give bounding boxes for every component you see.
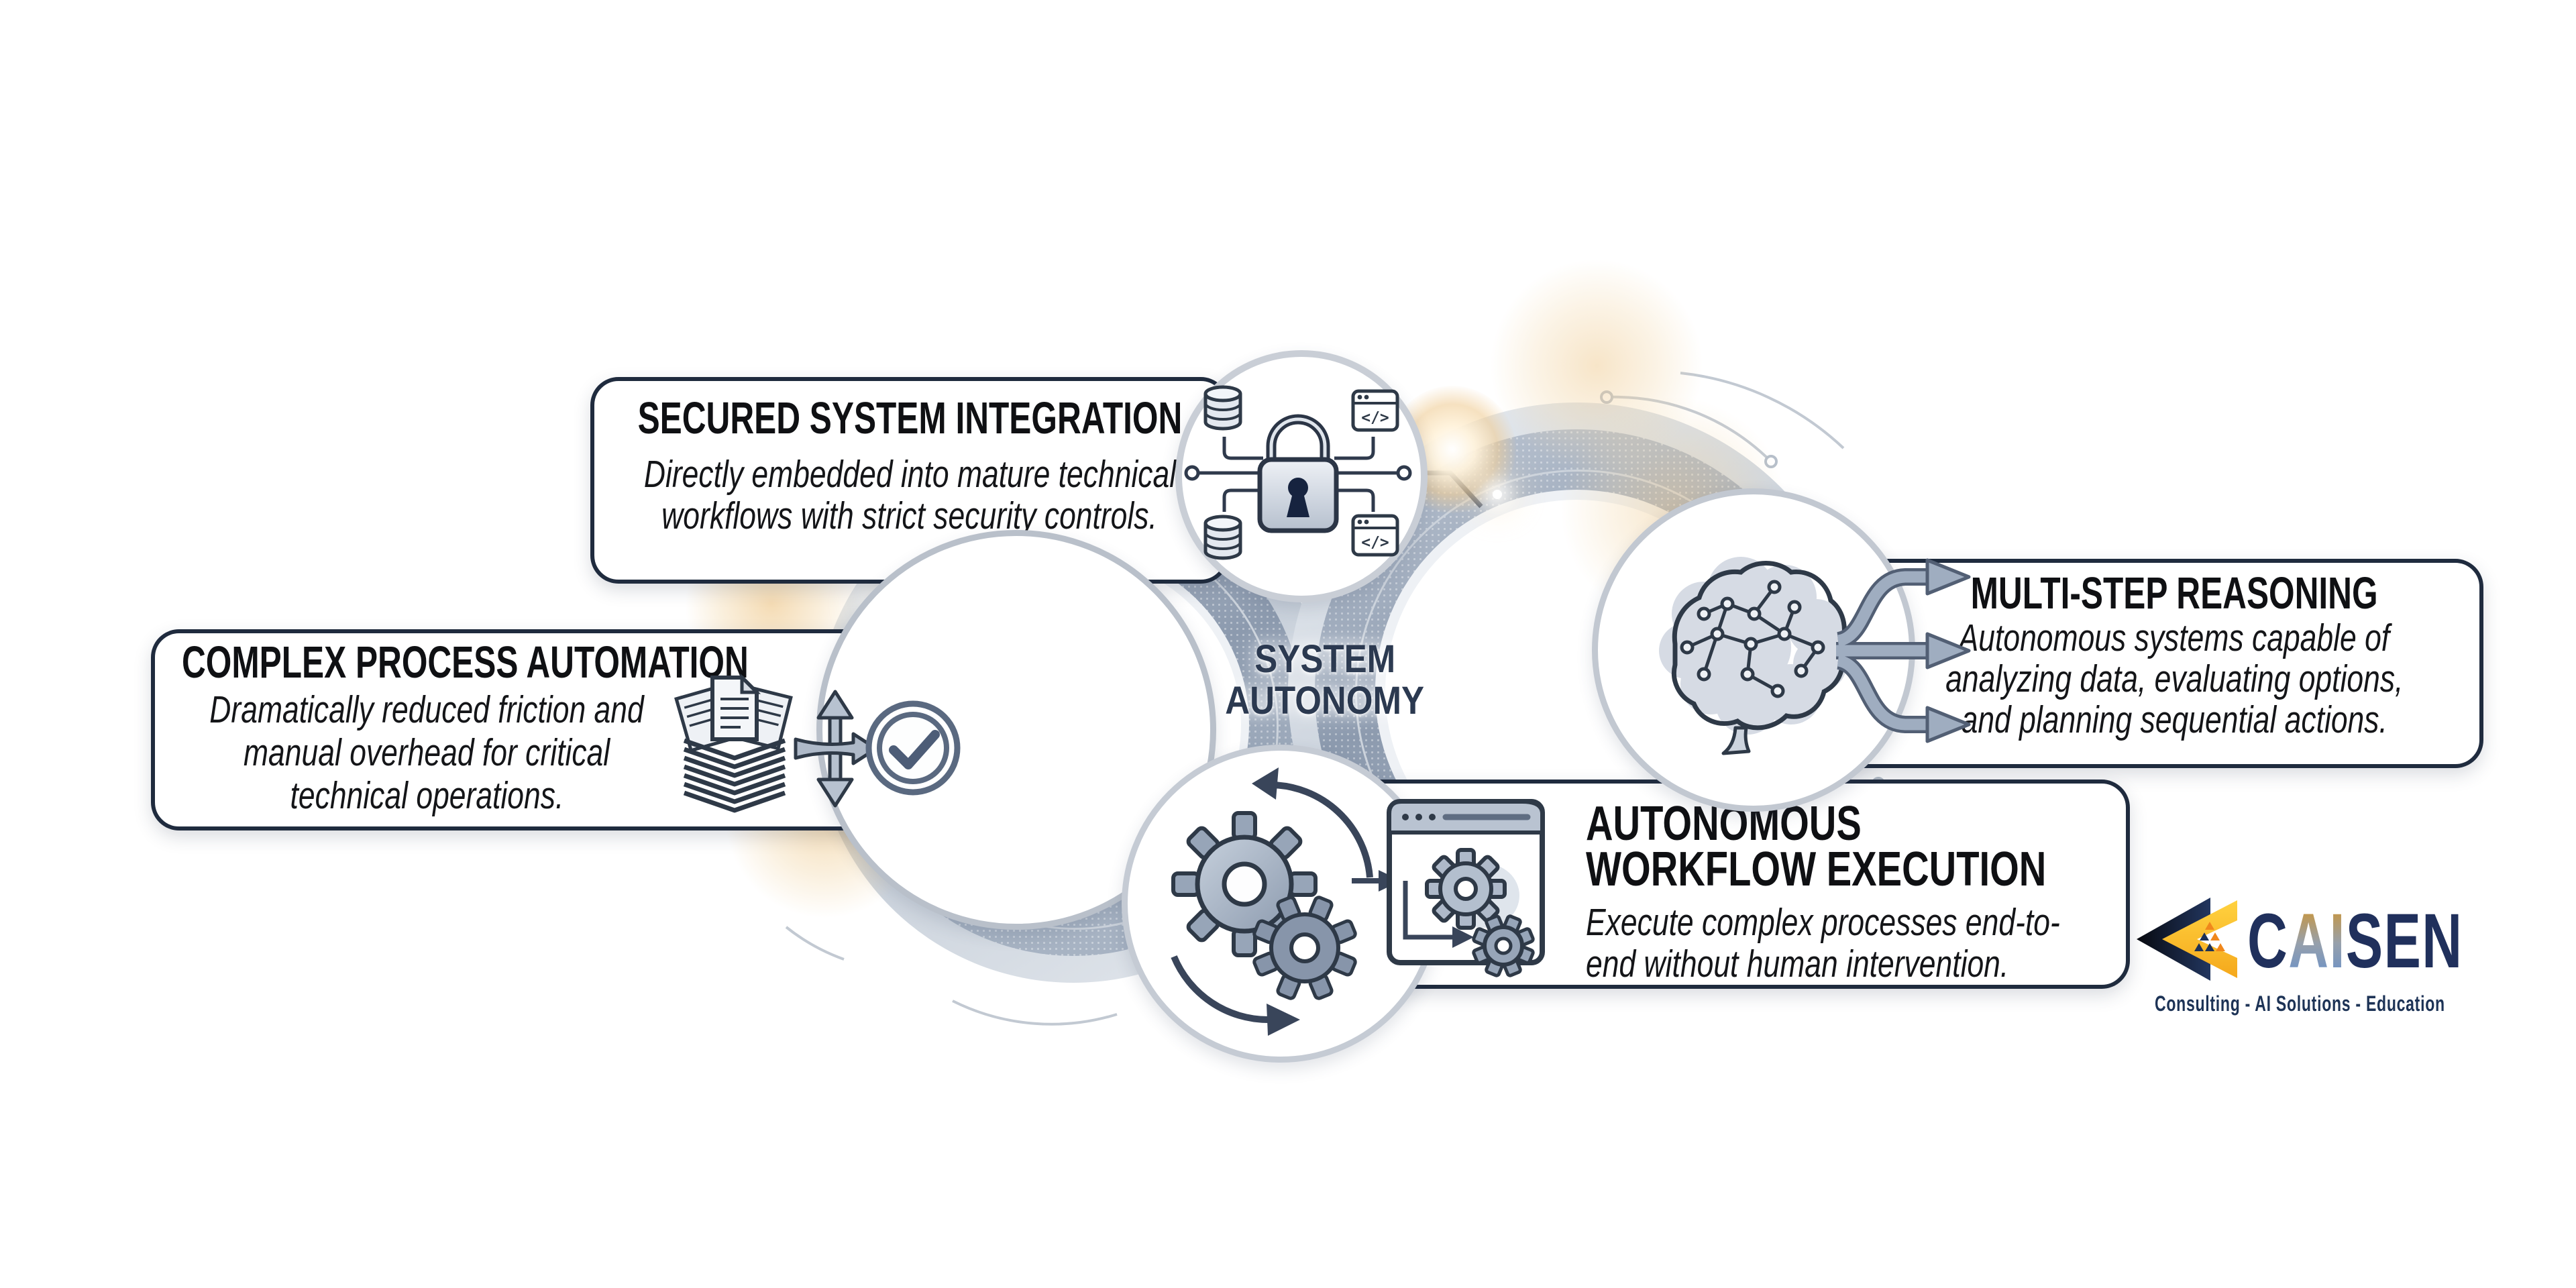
gears-cycle-icon [1171, 767, 1373, 1036]
brain-network-icon [1659, 557, 1847, 755]
caisen-logo-mark [2137, 898, 2237, 981]
callout-multi-step-reasoning: MULTI-STEP REASONING Autonomous systems … [1711, 559, 2483, 768]
logo-letter: I [2329, 898, 2346, 984]
logo-tagline: Consulting - AI Solutions - Education [2155, 991, 2445, 1016]
document-stack-icon [674, 673, 793, 813]
callout-desc-line: end without human intervention. [1586, 943, 2009, 985]
caisen-logo-text: CAISEN [2247, 903, 2463, 980]
svg-text:</>: </> [1361, 409, 1389, 427]
callout-title: MULTI-STEP REASONING [1970, 568, 2378, 619]
system-autonomy-line1: SYSTEM [1254, 637, 1395, 681]
code-window-icon: </> [1351, 389, 1399, 432]
triple-arrow-icon [1835, 558, 1971, 743]
padlock-icon [1257, 414, 1339, 533]
database-icon [1203, 385, 1242, 431]
gear-small [1252, 896, 1357, 1000]
callout-title: SECURED SYSTEM INTEGRATION [637, 393, 1182, 443]
secure-integration-icon-cluster: </> </> [1184, 385, 1412, 560]
callout-desc-line: Execute complex processes end-to- [1586, 901, 2060, 944]
callout-secured-system-integration: SECURED SYSTEM INTEGRATION Directly embe… [590, 377, 1229, 584]
check-circle-icon [865, 700, 961, 796]
callout-desc-line: and planning sequential actions. [1961, 698, 2387, 741]
logo-letter: A [2288, 898, 2330, 984]
callout-desc-line: manual overhead for critical [243, 731, 610, 774]
logo-letter: S [2345, 898, 2384, 984]
callout-title-line: WORKFLOW EXECUTION [1586, 843, 2047, 896]
callout-desc-line: workflows with strict security controls. [661, 494, 1158, 537]
light-flare [1493, 490, 1502, 499]
code-window-icon: </> [1351, 514, 1399, 557]
callout-desc-line: analyzing data, evaluating options, [1945, 657, 2404, 700]
logo-triangle-mosaic [2194, 922, 2225, 951]
callout-desc-line: Directly embedded into mature technical [643, 453, 1176, 496]
database-icon [1203, 515, 1242, 560]
system-autonomy-title: SYSTEM AUTONOMY [1147, 639, 1503, 722]
logo-letter: E [2383, 898, 2422, 984]
system-autonomy-line2: AUTONOMY [1225, 679, 1425, 722]
logo-letter: C [2247, 898, 2289, 984]
callout-desc-line: Dramatically reduced friction and [209, 688, 644, 731]
callout-title: COMPLEX PROCESS AUTOMATION [182, 637, 749, 688]
svg-text:</>: </> [1361, 534, 1389, 551]
automation-window-icon [1352, 799, 1545, 977]
callout-desc-line: Autonomous systems capable of [1958, 616, 2390, 659]
logo-letter: N [2422, 898, 2463, 984]
callout-desc-line: technical operations. [290, 774, 564, 817]
